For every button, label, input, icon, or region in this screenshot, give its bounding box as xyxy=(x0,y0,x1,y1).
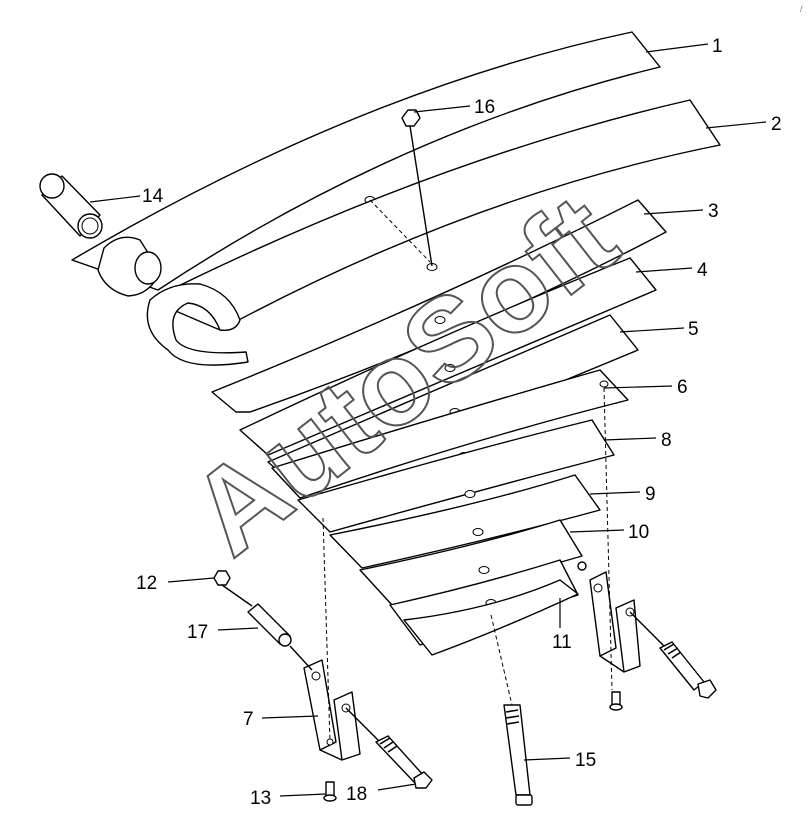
leader-lines xyxy=(89,43,767,797)
leaf-2-eye xyxy=(146,283,249,366)
bolt-18 xyxy=(345,707,433,789)
callout-13: 13 xyxy=(250,788,271,809)
centre-bolt-15 xyxy=(490,614,533,806)
leaf-9 xyxy=(329,474,601,569)
corner-mark: / xyxy=(800,4,803,14)
leaf-2 xyxy=(149,99,721,331)
callout-3: 3 xyxy=(708,201,719,222)
callout-18: 18 xyxy=(346,784,367,805)
callout-11: 11 xyxy=(552,632,572,653)
callout-12: 12 xyxy=(136,573,157,594)
leaf-1-eye xyxy=(97,236,162,297)
leaf-3 xyxy=(211,199,667,413)
bushing-14 xyxy=(39,173,103,239)
callout-7: 7 xyxy=(243,709,254,730)
centre-bolt-16 xyxy=(369,109,433,267)
bolt-right xyxy=(629,611,717,699)
callout-6: 6 xyxy=(677,377,688,398)
leaf-4 xyxy=(239,257,657,456)
callout-4: 4 xyxy=(697,260,708,281)
callout-17: 17 xyxy=(187,622,208,643)
pin-17 xyxy=(247,603,313,671)
nut-12 xyxy=(213,570,253,607)
callout-2: 2 xyxy=(771,114,782,135)
callout-9: 9 xyxy=(645,484,656,505)
leaf-8 xyxy=(297,419,615,533)
callout-16: 16 xyxy=(474,97,495,118)
shackle-right xyxy=(577,387,641,691)
leaf-bottom xyxy=(403,579,579,656)
shackle-7 xyxy=(303,517,361,761)
callout-1: 1 xyxy=(712,36,723,57)
callout-10: 10 xyxy=(628,522,649,543)
callout-14: 14 xyxy=(142,186,164,207)
callout-15: 15 xyxy=(575,750,596,771)
callout-5: 5 xyxy=(688,319,699,340)
callout-8: 8 xyxy=(661,430,672,451)
grease-fitting-right xyxy=(609,691,623,711)
grease-fitting-13 xyxy=(323,781,337,802)
